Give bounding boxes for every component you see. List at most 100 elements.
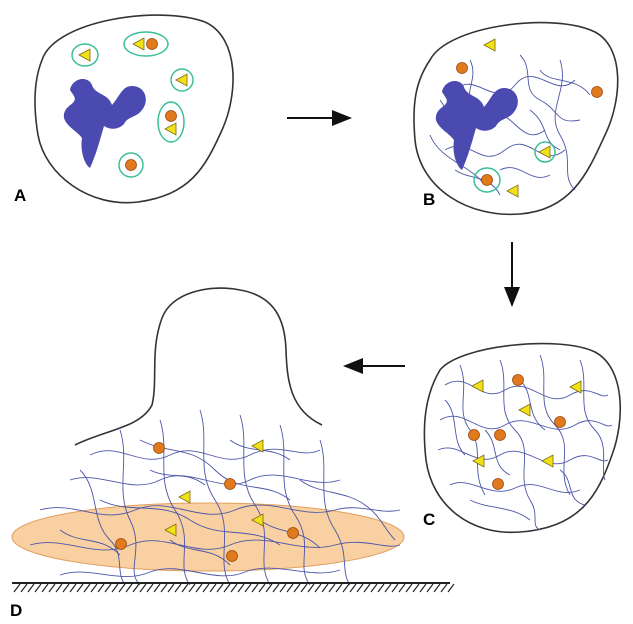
- hatch-mark: [55, 583, 63, 593]
- hatch-mark: [398, 583, 406, 593]
- hatch-mark: [69, 583, 77, 593]
- attachment-ellipse: [11, 502, 405, 572]
- orange-dot-icon: [226, 550, 238, 562]
- orange-dot-icon: [492, 478, 504, 490]
- yellow-triangle-icon: [518, 403, 531, 417]
- orange-dot-icon: [591, 86, 603, 98]
- orange-dot-icon: [456, 62, 468, 74]
- hatch-mark: [104, 583, 112, 593]
- hatch-mark: [447, 583, 455, 593]
- hatch-mark: [377, 583, 385, 593]
- hatch-mark: [279, 583, 287, 593]
- hatch-mark: [216, 583, 224, 593]
- orange-dot-icon: [494, 429, 506, 441]
- hatch-mark: [188, 583, 196, 593]
- yellow-triangle-icon: [164, 523, 177, 537]
- hatch-mark: [174, 583, 182, 593]
- orange-dot-icon: [468, 429, 480, 441]
- granule-layer: [78, 37, 603, 562]
- hatch-mark: [230, 583, 238, 593]
- hatch-mark: [62, 583, 70, 593]
- yellow-triangle-icon: [251, 513, 264, 527]
- orange-dot-icon: [125, 159, 137, 171]
- mucus-cap-outline: [74, 287, 323, 446]
- hatch-mark: [181, 583, 189, 593]
- yellow-triangle-icon: [132, 37, 145, 51]
- hatch-mark: [167, 583, 175, 593]
- orange-dot-icon: [165, 110, 177, 122]
- nucleus-a: [63, 78, 146, 168]
- orange-dot-icon: [512, 374, 524, 386]
- yellow-triangle-icon: [178, 490, 191, 504]
- yellow-triangle-icon: [541, 454, 554, 468]
- hatch-mark: [237, 583, 245, 593]
- yellow-triangle-icon: [538, 145, 551, 159]
- hatch-mark: [160, 583, 168, 593]
- hatch-mark: [132, 583, 140, 593]
- hatch-mark: [426, 583, 434, 593]
- panel-c: [423, 342, 622, 534]
- orange-dot-icon: [554, 416, 566, 428]
- hatch-mark: [440, 583, 448, 593]
- yellow-triangle-icon: [472, 454, 485, 468]
- hatch-mark: [139, 583, 147, 593]
- hatch-mark: [20, 583, 28, 593]
- hatch-mark: [153, 583, 161, 593]
- hatch-mark: [223, 583, 231, 593]
- panel-label-c: C: [423, 510, 436, 529]
- fibres-d: [29, 409, 401, 586]
- yellow-triangle-icon: [78, 48, 91, 62]
- hatch-mark: [335, 583, 343, 593]
- yellow-triangle-icon: [164, 122, 177, 136]
- hatched-substrate-icon: [12, 582, 455, 593]
- orange-dot-icon: [287, 527, 299, 539]
- yellow-triangle-icon: [569, 380, 582, 394]
- panel-label-b: B: [423, 190, 436, 209]
- hatch-mark: [258, 583, 266, 593]
- hatch-mark: [83, 583, 91, 593]
- orange-dot-icon: [481, 174, 493, 186]
- hatch-mark: [314, 583, 322, 593]
- hatch-mark: [34, 583, 42, 593]
- hatch-mark: [419, 583, 427, 593]
- hatch-mark: [265, 583, 273, 593]
- hatch-mark: [76, 583, 84, 593]
- hatch-mark: [300, 583, 308, 593]
- hatch-mark: [244, 583, 252, 593]
- hatch-mark: [48, 583, 56, 593]
- hatch-mark: [251, 583, 259, 593]
- hatch-mark: [293, 583, 301, 593]
- hatch-mark: [433, 583, 441, 593]
- hatch-mark: [209, 583, 217, 593]
- hatch-mark: [370, 583, 378, 593]
- hatch-mark: [349, 583, 357, 593]
- panel-a: [34, 14, 234, 204]
- yellow-triangle-icon: [175, 73, 188, 87]
- hatch-mark: [328, 583, 336, 593]
- hatch-mark: [272, 583, 280, 593]
- orange-dot-icon: [153, 442, 165, 454]
- yellow-triangle-icon: [506, 184, 519, 198]
- panel-d: [11, 287, 455, 593]
- hatch-mark: [27, 583, 35, 593]
- yellow-triangle-icon: [471, 379, 484, 393]
- hatch-mark: [286, 583, 294, 593]
- hatch-mark: [384, 583, 392, 593]
- cell-outline-c: [423, 342, 622, 534]
- hatch-mark: [202, 583, 210, 593]
- hatch-mark: [321, 583, 329, 593]
- yellow-triangle-icon: [483, 38, 496, 52]
- hatch-mark: [118, 583, 126, 593]
- hatch-mark: [41, 583, 49, 593]
- orange-dot-icon: [146, 38, 158, 50]
- panel-b: [413, 21, 619, 216]
- panel-label-a: A: [14, 186, 27, 205]
- hatch-mark: [111, 583, 119, 593]
- nucleus-b: [435, 80, 518, 170]
- hatch-mark: [97, 583, 105, 593]
- hatch-mark: [405, 583, 413, 593]
- hatch-mark: [307, 583, 315, 593]
- hatch-mark: [363, 583, 371, 593]
- hatch-mark: [195, 583, 203, 593]
